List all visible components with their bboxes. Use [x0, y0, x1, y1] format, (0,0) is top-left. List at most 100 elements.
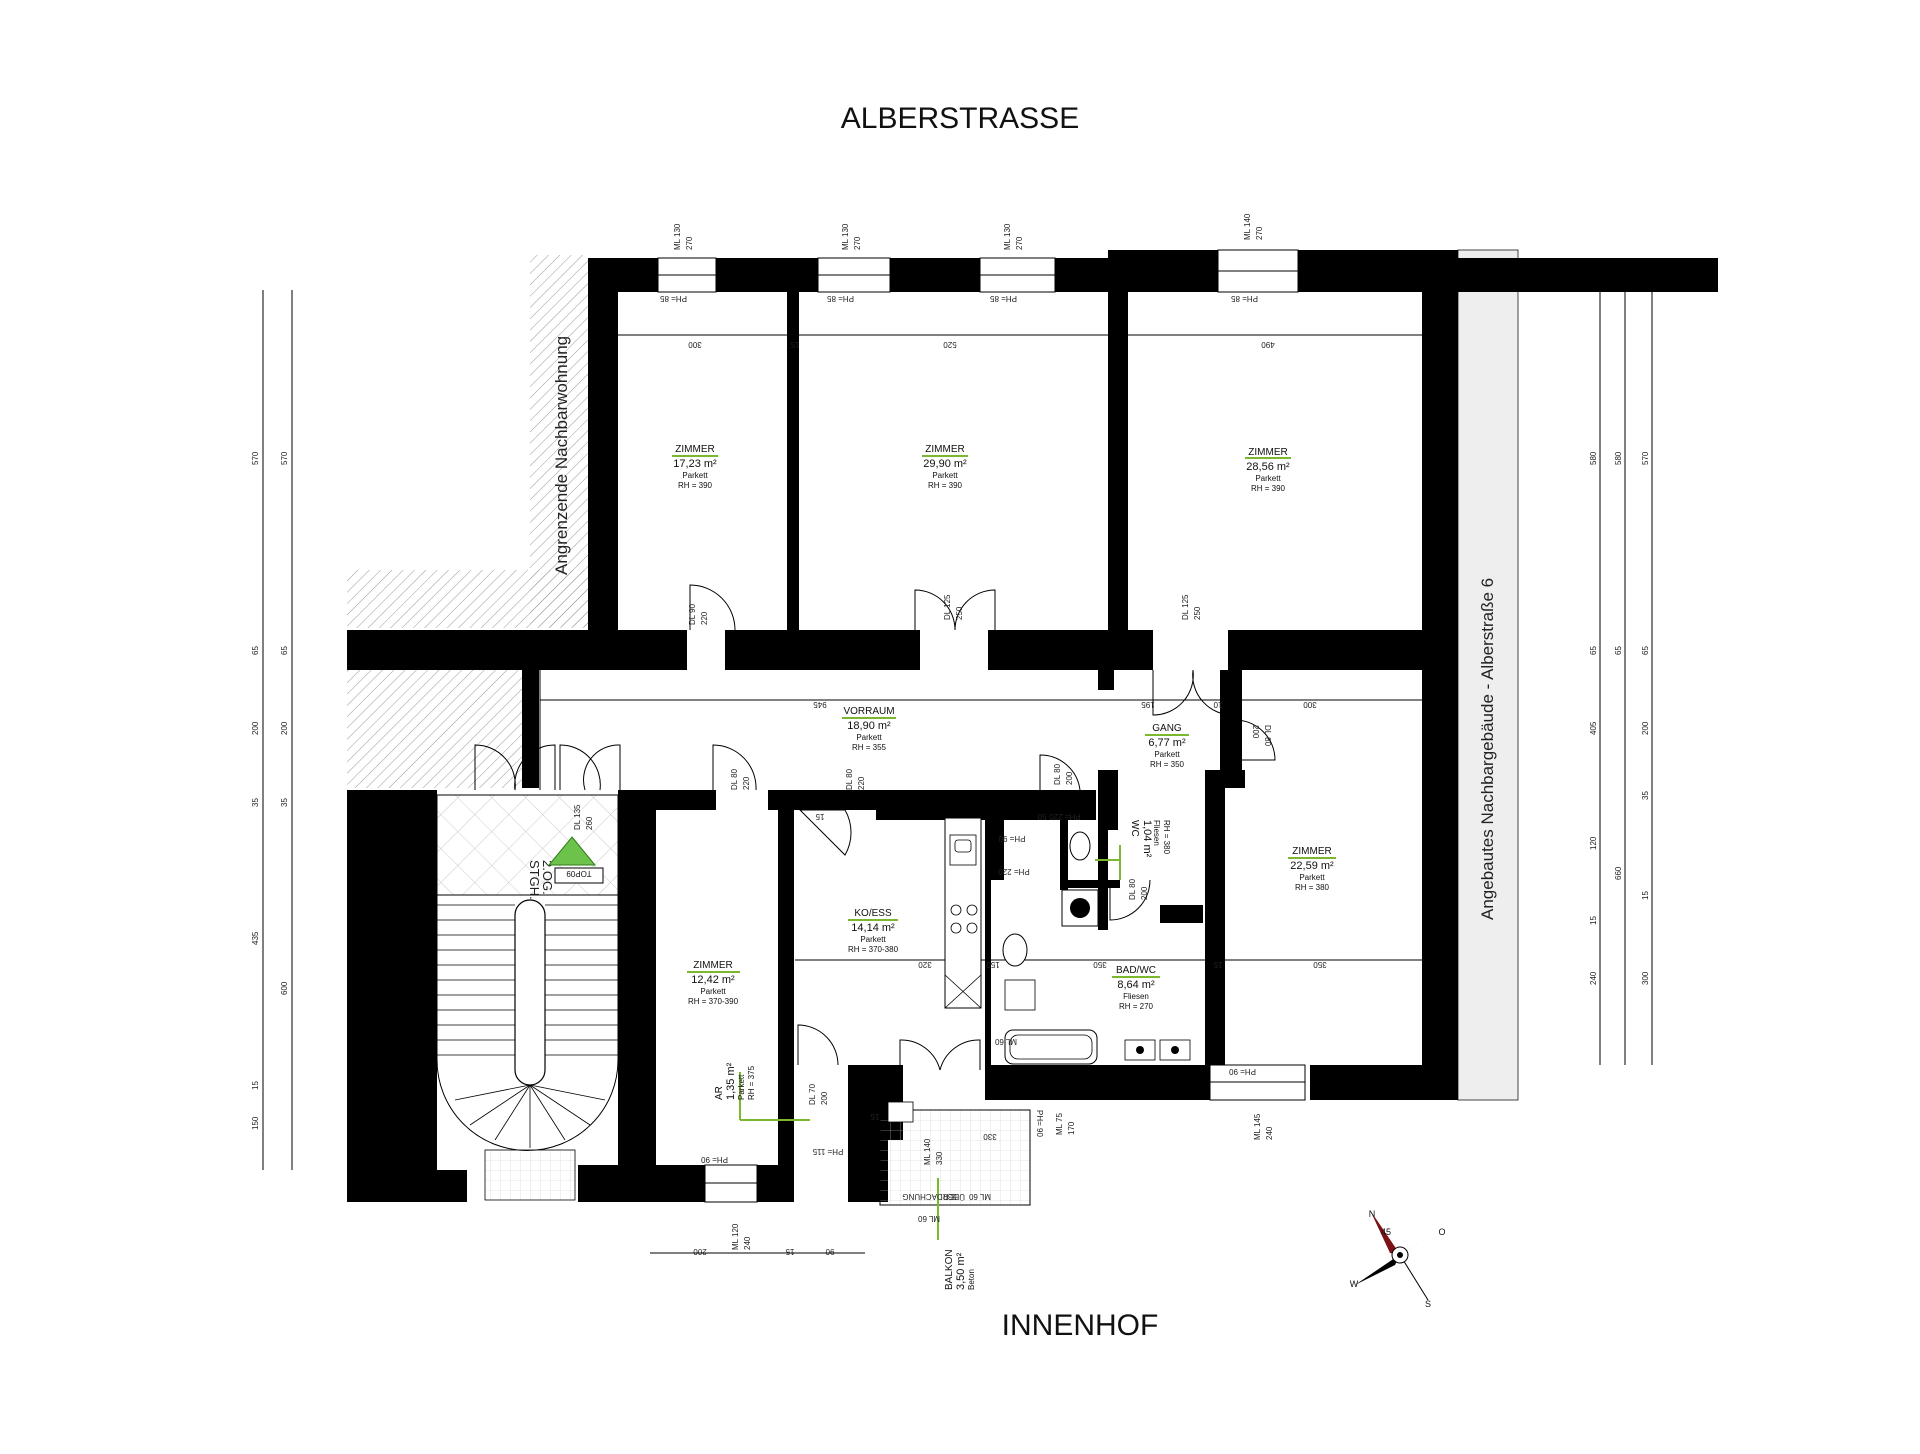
svg-text:BALKON: BALKON	[944, 1249, 955, 1290]
svg-text:Parkett: Parkett	[1154, 750, 1180, 759]
svg-text:Parkett: Parkett	[737, 1074, 746, 1100]
svg-text:200: 200	[1065, 771, 1074, 785]
svg-text:270: 270	[1255, 226, 1264, 240]
svg-text:RH = 390: RH = 390	[678, 481, 713, 490]
svg-text:35: 35	[1641, 791, 1650, 800]
dimension-label: 490	[1261, 340, 1275, 349]
svg-text:Parkett: Parkett	[700, 987, 726, 996]
svg-text:14,14 m²: 14,14 m²	[851, 922, 895, 934]
svg-text:220: 220	[700, 611, 709, 625]
svg-text:VORRAUM: VORRAUM	[843, 706, 894, 717]
neighbor-hatch-mid	[347, 570, 592, 628]
svg-text:29,90 m²: 29,90 m²	[923, 458, 967, 470]
svg-text:18,90 m²: 18,90 m²	[847, 720, 891, 732]
svg-text:W: W	[1350, 1279, 1359, 1289]
svg-text:Parkett: Parkett	[1299, 873, 1325, 882]
svg-text:Parkett: Parkett	[682, 471, 708, 480]
svg-text:DL 135: DL 135	[573, 804, 582, 830]
svg-text:Parkett: Parkett	[932, 471, 958, 480]
svg-text:ZIMMER: ZIMMER	[1248, 447, 1287, 458]
svg-text:Parkett: Parkett	[1255, 474, 1281, 483]
dimension-label: PH= 115	[812, 1147, 843, 1156]
kitchen-counter	[944, 817, 982, 1009]
dimension-label: 15	[785, 1247, 794, 1256]
svg-text:Fliesen: Fliesen	[1123, 992, 1149, 1001]
svg-text:570: 570	[280, 451, 289, 465]
stairwell	[436, 794, 619, 1201]
dimension-label: 520	[943, 340, 957, 349]
svg-text:ML 75: ML 75	[1055, 1113, 1064, 1135]
stair-label: STGH.	[527, 860, 542, 900]
svg-text:28,56 m²: 28,56 m²	[1246, 461, 1290, 473]
svg-text:1,04 m²: 1,04 m²	[1141, 820, 1153, 858]
room-label: BALKON 3,50 m² Beton	[944, 1249, 976, 1290]
svg-text:Fliesen: Fliesen	[1152, 820, 1161, 846]
room-label: BAD/WC 8,64 m² Fliesen RH = 270	[1116, 965, 1156, 1011]
svg-text:150: 150	[251, 1116, 260, 1130]
dimension-chain-right-a: 580 65 405 120 15 240	[1589, 285, 1601, 1065]
svg-text:240: 240	[1589, 971, 1598, 985]
svg-text:RH = 390: RH = 390	[1251, 484, 1286, 493]
svg-text:65: 65	[1641, 646, 1650, 655]
svg-text:170: 170	[1067, 1121, 1076, 1135]
svg-text:ML 140: ML 140	[1243, 213, 1252, 240]
dimension-label: 330	[983, 1132, 997, 1141]
svg-text:ZIMMER: ZIMMER	[1292, 846, 1331, 857]
svg-text:200: 200	[280, 721, 289, 735]
dimension-label: 90	[825, 1247, 834, 1256]
svg-text:8,64 m²: 8,64 m²	[1117, 979, 1155, 991]
room-outlines	[539, 334, 1422, 961]
svg-text:Parkett: Parkett	[856, 733, 882, 742]
svg-text:580: 580	[1589, 451, 1598, 465]
dimension-label: ML 60	[994, 1037, 1016, 1046]
dimension-label: 15	[815, 812, 824, 821]
doors	[474, 584, 1276, 1071]
label-accents	[672, 455, 1336, 1240]
dimension-label: PH= 220	[998, 867, 1030, 876]
east-neighbor-strip	[1457, 249, 1519, 1101]
canopy-label: ÜBERDACHUNG	[902, 1192, 965, 1201]
svg-text:DL 80: DL 80	[1263, 725, 1272, 747]
svg-text:15: 15	[1589, 916, 1598, 925]
svg-text:DL 70: DL 70	[808, 1083, 817, 1105]
svg-text:RH = 375: RH = 375	[747, 1065, 756, 1100]
dimension-label: 945	[813, 700, 827, 709]
west-neighbor-label: Angrenzende Nachbarwohnung	[552, 336, 571, 575]
svg-text:65: 65	[251, 646, 260, 655]
window-sill-label: PH= 85	[990, 294, 1017, 303]
svg-text:ML 130: ML 130	[841, 223, 850, 250]
room-label: AR 1,35 m² Parkett RH = 375	[714, 1062, 756, 1100]
svg-text:35: 35	[280, 798, 289, 807]
dimension-label: 300	[1303, 700, 1317, 709]
svg-text:DL 80: DL 80	[1053, 763, 1062, 785]
svg-text:AR: AR	[714, 1086, 725, 1100]
svg-text:RH = 370-380: RH = 370-380	[848, 945, 899, 954]
windows	[657, 249, 1306, 1203]
svg-text:405: 405	[1589, 721, 1598, 735]
svg-text:240: 240	[1265, 1126, 1274, 1140]
svg-text:ML 120: ML 120	[731, 1223, 740, 1250]
svg-text:3,50 m²: 3,50 m²	[955, 1252, 967, 1290]
svg-text:GANG: GANG	[1152, 723, 1182, 734]
east-neighbor-label: Angebautes Nachbargebäude - Alberstraße …	[1478, 578, 1497, 920]
svg-text:35: 35	[251, 798, 260, 807]
dimension-label: 320	[918, 960, 932, 969]
svg-text:660: 660	[1614, 866, 1623, 880]
room-label: ZIMMER 22,59 m² Parkett RH = 380	[1290, 846, 1334, 892]
svg-text:580: 580	[1614, 451, 1623, 465]
balcony	[879, 1101, 1031, 1206]
room-label: VORRAUM 18,90 m² Parkett RH = 355	[843, 706, 894, 752]
svg-text:65: 65	[1614, 646, 1623, 655]
svg-text:WC: WC	[1129, 820, 1140, 837]
svg-text:Beton: Beton	[967, 1269, 976, 1290]
dimension-chain-right-b: 580 65 660	[1614, 285, 1626, 1065]
